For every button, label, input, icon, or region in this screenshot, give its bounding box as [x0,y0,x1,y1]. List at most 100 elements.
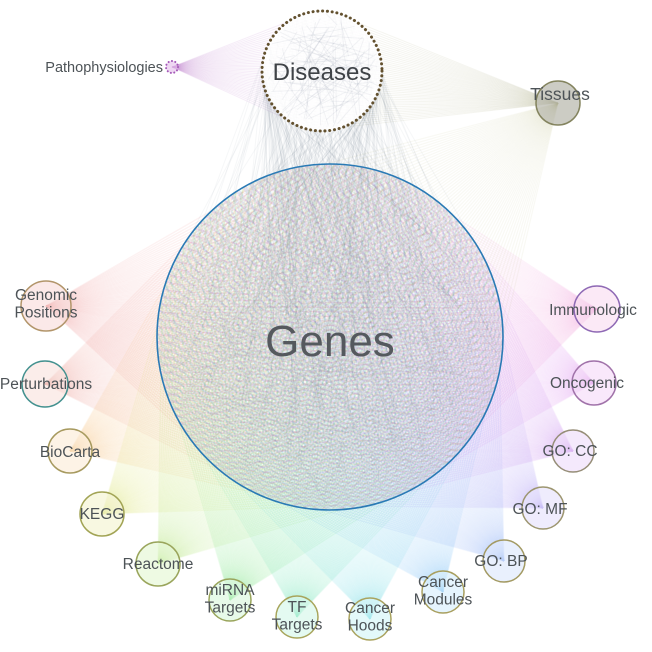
node-biocarta[interactable] [47,428,93,474]
node-tissues[interactable] [535,80,581,126]
node-go_bp[interactable] [482,539,526,583]
node-ring [21,360,69,408]
node-ring [260,9,384,133]
node-cancer_modules[interactable] [421,570,465,614]
node-underlay [166,61,178,73]
label-immunologic: Immunologic [549,302,637,319]
node-underlay [349,598,391,640]
edge-bundle-genomic_positions-genes [45,163,504,511]
label-tissues: Tissues [530,84,590,104]
label-go_mf: GO: MF [512,501,567,518]
label-reactome: Reactome [123,556,194,573]
node-underlay [209,579,251,621]
node-ring [551,429,595,473]
node-tint [422,571,464,613]
edge-bundle-perturbations-genes [44,163,504,511]
node-ring [573,285,621,333]
edge-bundle-go_bp-genes [156,163,505,562]
node-diseases[interactable] [260,9,384,133]
node-tint [209,579,251,621]
node-go_mf[interactable] [521,486,565,530]
node-texture [267,13,378,128]
edge-bundle-oncogenic-genes [156,163,595,511]
edge-bundle-mirna_targets-genes [156,163,504,601]
node-reactome[interactable] [135,541,181,587]
node-ring [79,491,125,537]
node-underlay [80,492,124,536]
label-genes: Genes [265,317,395,366]
node-underlay [522,487,564,529]
label-biocarta: BioCarta [40,444,101,461]
edge-bundle-kegg-genes [101,163,504,515]
node-texture [162,167,502,506]
node-tint [276,596,318,638]
node-underlay [483,540,525,582]
node-ring [348,597,392,641]
node-ring [535,80,581,126]
node-ring [156,163,504,511]
edge-bundle-tissues-genes [156,102,559,511]
node-tint [136,542,180,586]
node-ring [135,541,181,587]
node-pathophysiologies[interactable] [165,60,179,74]
edge-bundle-immunologic-genes [156,163,598,511]
edge-bundle-reactome-genes [157,163,504,565]
node-tint [22,361,68,407]
node-ring [571,360,617,406]
label-go_cc: GO: CC [542,443,597,460]
label-pathophysiologies: Pathophysiologies [45,60,163,76]
node-underlay [22,361,68,407]
label-diseases: Diseases [273,59,372,86]
node-ring [275,595,319,639]
node-ring [421,570,465,614]
node-ring [208,578,252,622]
edge-bundle-go_mf-genes [156,163,544,509]
edge-bundle-biocarta-genes [69,163,504,511]
edge-bundle-tf_targets-genes [156,163,504,618]
edge-bundle-cancer_modules-genes [156,163,504,593]
node-underlay [136,542,180,586]
node-tint [483,540,525,582]
node-tint [21,281,71,331]
node-underlay [48,429,92,473]
label-oncogenic: Oncogenic [550,375,624,392]
node-tint [572,361,616,405]
label-go_bp: GO: BP [474,553,527,570]
node-immunologic[interactable] [573,285,621,333]
node-underlay [21,281,71,331]
node-underlay [552,430,594,472]
node-tint [48,429,92,473]
node-genomic_positions[interactable] [20,280,72,332]
node-tint [522,487,564,529]
node-cancer_hoods[interactable] [348,597,392,641]
node-ring [20,280,72,332]
node-tint [349,598,391,640]
node-kegg[interactable] [79,491,125,537]
node-genes[interactable] [156,163,504,511]
node-mirna_targets[interactable] [208,578,252,622]
node-underlay [422,571,464,613]
node-underlay [276,596,318,638]
node-tint [166,61,178,73]
node-ring [482,539,526,583]
label-perturbations: Perturbations [0,376,92,393]
node-ring [521,486,565,530]
node-tf_targets[interactable] [275,595,319,639]
node-underlay [572,361,616,405]
node-oncogenic[interactable] [571,360,617,406]
node-tint [536,81,580,125]
node-ring [165,60,179,74]
node-ring [47,428,93,474]
node-underlay [574,286,620,332]
node-perturbations[interactable] [21,360,69,408]
label-kegg: KEGG [80,506,125,523]
node-tint [552,430,594,472]
node-go_cc[interactable] [551,429,595,473]
